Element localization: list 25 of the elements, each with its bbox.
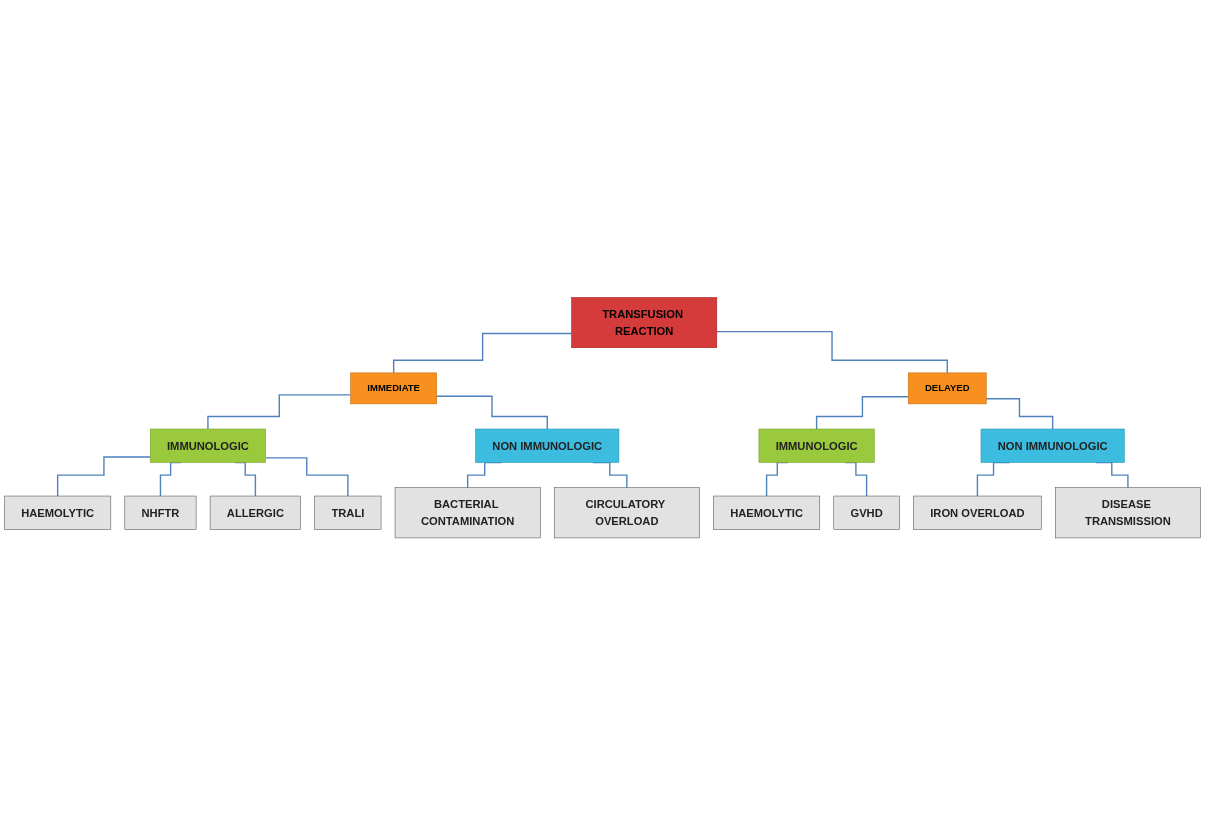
connector [264, 457, 349, 498]
node-box: BACTERIAL CONTAMINATION [394, 487, 541, 539]
node-box: GVHD [833, 496, 900, 531]
connector [985, 398, 1054, 430]
node-box: HAEMOLYTIC [713, 496, 821, 531]
connector [207, 394, 352, 430]
node-box: IMMUNOLOGIC [758, 429, 875, 464]
connector [716, 331, 948, 374]
connector [436, 395, 548, 430]
node-box: ALLERGIC [209, 496, 301, 531]
connector [56, 456, 151, 498]
node-box: IRON OVERLOAD [913, 496, 1042, 531]
node-box: HAEMOLYTIC [4, 496, 112, 531]
node-box: NON IMMUNOLOGIC [475, 429, 620, 464]
node-box: IMMUNOLOGIC [149, 429, 266, 464]
node-box: TRANSFUSION REACTION [571, 297, 718, 349]
node-box: IMMEDIATE [350, 372, 437, 405]
node-box: CIRCULATORY OVERLOAD [553, 487, 700, 539]
connector [815, 396, 909, 430]
node-box: DISEASE TRANSMISSION [1055, 487, 1201, 539]
connector [392, 333, 573, 374]
node-box: NHFTR [124, 496, 197, 531]
node-box: TRALI [314, 496, 382, 531]
node-box: DELAYED [907, 372, 987, 405]
node-box: NON IMMUNOLOGIC [980, 429, 1125, 464]
